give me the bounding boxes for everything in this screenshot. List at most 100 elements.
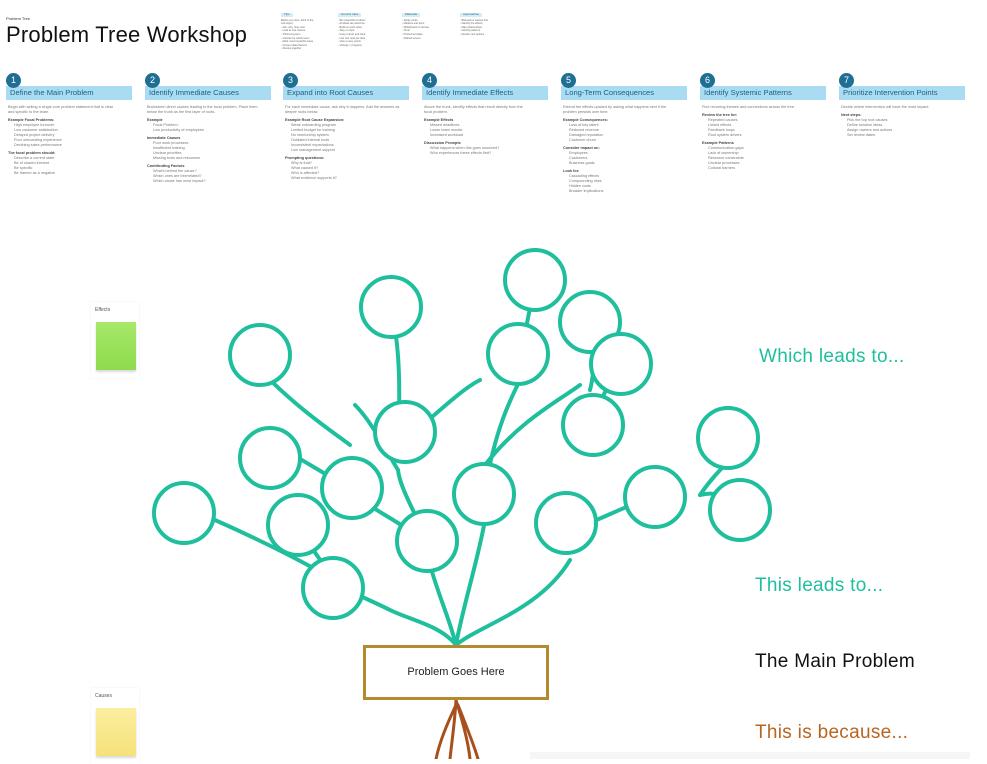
causes-label: Causes: [95, 693, 112, 699]
tree-circle-node[interactable]: [238, 426, 302, 490]
tree-circle-node[interactable]: [301, 556, 365, 620]
tree-circle-node[interactable]: [152, 481, 216, 545]
tree-circle-node[interactable]: [320, 456, 384, 520]
tree-circle-node[interactable]: [623, 465, 687, 529]
step-list-item: What happens when this goes unsolved?: [430, 146, 500, 150]
tree-branch: [454, 518, 487, 647]
step-body: Begin with writing a single core problem…: [8, 105, 134, 176]
step-list-item: Root system drivers: [708, 133, 742, 137]
problem-box[interactable]: Problem Goes Here: [363, 645, 549, 700]
reference-card-line: - Printed template: [402, 32, 423, 36]
step-list-item: Low productivity of employees: [153, 128, 204, 132]
step-body: Decide where intervention will have the …: [841, 105, 967, 138]
tree-branch: [454, 558, 572, 647]
step-number-badge: 7: [839, 73, 854, 88]
step-list-item: Which ones are interrelated?: [153, 174, 202, 178]
reference-card-title: Materials: [402, 13, 421, 17]
tree-circle-node[interactable]: [696, 406, 760, 470]
reference-card-line: - Map relationships: [460, 25, 482, 29]
step-list-item: Linked effects: [708, 123, 732, 127]
step-description-line: deeper roots below.: [285, 110, 319, 114]
tree-circle-node[interactable]: [534, 491, 598, 555]
causes-sticky-note[interactable]: [96, 708, 136, 756]
reference-card-line: - Use one note per idea: [338, 36, 366, 40]
board-label: Problem Tree: [6, 16, 31, 21]
step-description-line: focal problem.: [424, 110, 448, 114]
reference-card-line: sub-topics:: [281, 22, 294, 26]
tree-circle-node[interactable]: [589, 332, 653, 396]
effects-label: Effects: [95, 307, 111, 313]
tree-circle-node[interactable]: [266, 493, 330, 557]
tree-root: [456, 703, 480, 759]
step-title: Expand into Root Causes: [283, 86, 409, 100]
step-body: Extend the effects upward by asking what…: [563, 105, 689, 194]
step-body: Brainstorm direct causes leading to the …: [147, 105, 273, 184]
step-list-item: Customer churn: [569, 138, 597, 142]
step-title: Define the Main Problem: [6, 86, 132, 100]
bottom-strip: [530, 752, 970, 759]
step-section-heading: Example: [147, 118, 163, 122]
step-body: Above the trunk, identify effects that r…: [424, 105, 550, 156]
reference-card-line: Before you start, think of the: [281, 18, 314, 22]
step-list-item: Low management support: [291, 148, 335, 152]
step-list-item: Pick the top root causes: [847, 118, 888, 122]
step-section-heading: Consider impact on:: [563, 146, 600, 150]
main-problem-label: The Main Problem: [755, 651, 916, 672]
step-list-item: Business goals: [569, 161, 595, 165]
step-section-heading: Example Consequences:: [563, 118, 608, 122]
step-list-item: Poor work processes: [153, 141, 189, 145]
tree-circle-node[interactable]: [486, 322, 550, 386]
tree-circle-node[interactable]: [359, 275, 423, 339]
step-description-line: Extend the effects upward by asking what…: [563, 105, 667, 109]
step-list-item: Assign owners and actions: [847, 128, 893, 132]
step-list-item: Outdated internal tools: [291, 138, 330, 142]
step-description-line: Brainstorm direct causes leading to the …: [147, 105, 258, 109]
step-title: Identify Immediate Causes: [145, 86, 271, 100]
reference-card-line: - Sticky notes: [402, 18, 418, 22]
step-list-item: Be of shared interest: [14, 161, 50, 165]
step-section-heading: Review the tree for:: [702, 113, 738, 117]
step-list-item: What caused it?: [291, 166, 319, 170]
tree-circle-node[interactable]: [452, 462, 516, 526]
reference-card-line: - Mark most impactful areas: [281, 40, 313, 44]
reference-card-line: - Vote on key points: [338, 40, 361, 44]
step-list-item: Reduced revenue: [569, 128, 599, 132]
step-list-item: Limited budget for training: [291, 128, 335, 132]
page-title: Problem Tree Workshop: [6, 22, 248, 47]
step-list-item: Hidden costs: [569, 184, 591, 188]
tree-circle-node[interactable]: [503, 248, 567, 312]
reference-card-line: - Shared screen: [402, 36, 421, 40]
causes-sticky-card[interactable]: Causes: [91, 688, 139, 764]
step-list-item: No mentorship system: [291, 133, 329, 137]
tree-circle-node[interactable]: [228, 323, 292, 387]
step-section-heading: Example Patterns: [702, 141, 734, 145]
step-list-item: Why is that?: [291, 161, 312, 165]
tree-circle-node[interactable]: [561, 393, 625, 457]
step-title: Long-Term Consequences: [561, 86, 687, 100]
step-list-item: Communication gaps: [708, 146, 744, 150]
step-list-item: Customers: [569, 156, 588, 160]
reference-card: Ground rules- Be respectful of others- A…: [338, 13, 402, 53]
effects-sticky-card[interactable]: Effects: [91, 302, 139, 378]
step-section-heading: Example Root Cause Expansion:: [285, 118, 345, 122]
reference-card-line: - Stay on topic: [338, 29, 355, 33]
tree-circle-node[interactable]: [395, 509, 459, 573]
step-list-item: Lack of ownership: [708, 151, 739, 155]
step-list-item: Cultural barriers: [708, 166, 736, 170]
reference-card-line: - Change = progress: [338, 43, 362, 47]
step-list-item: Focal Problem:: [153, 123, 179, 127]
reference-card-line: - Timer: [402, 29, 411, 33]
step-list-item: Who experiences these effects first?: [430, 151, 492, 155]
tree-circle-node[interactable]: [708, 478, 772, 542]
step-list-item: Unclear processes: [708, 161, 740, 165]
effects-sticky-note[interactable]: [96, 322, 136, 370]
tree-circle-node[interactable]: [373, 400, 437, 464]
step-list-item: Inconsistent expectations: [291, 143, 334, 147]
